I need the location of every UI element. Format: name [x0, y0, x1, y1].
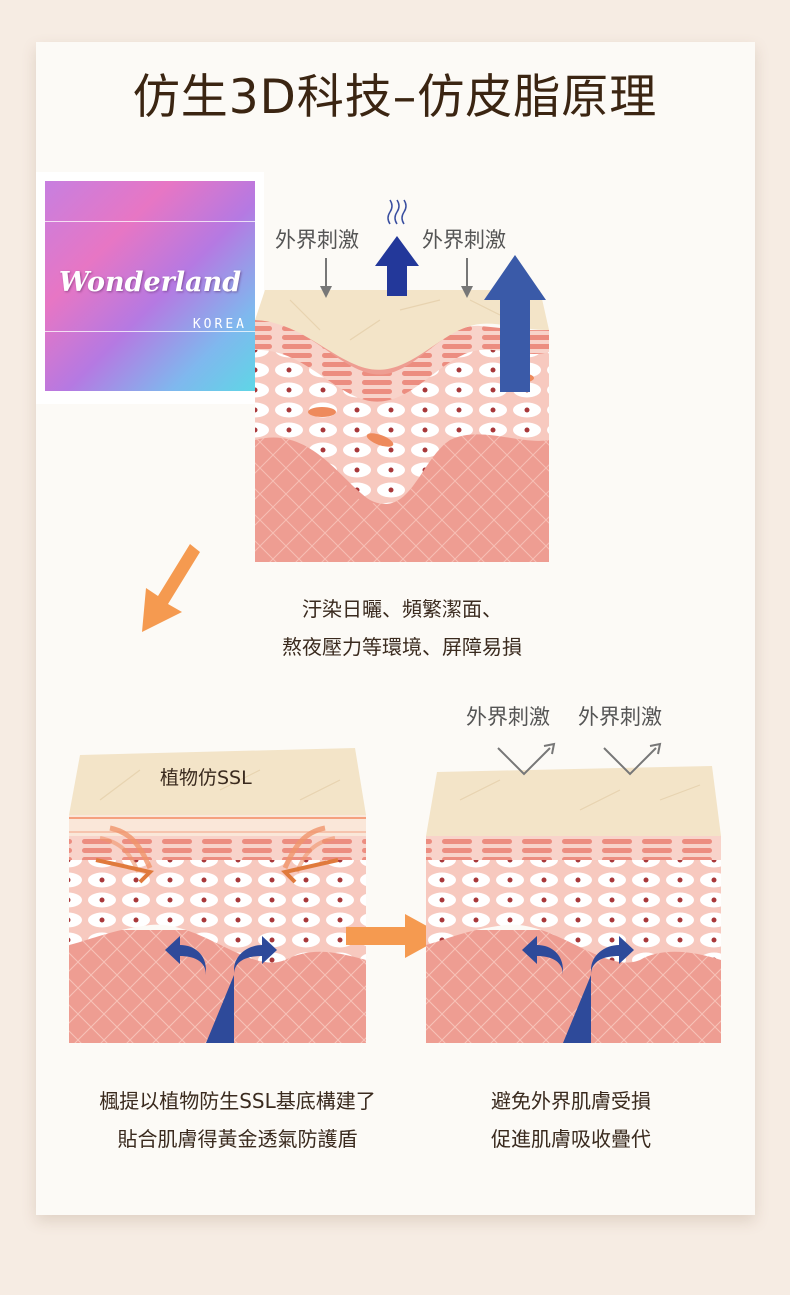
- flow-arrow-icon: [142, 544, 200, 632]
- page-title: 仿生3D科技–仿皮脂原理: [132, 70, 658, 125]
- protected-skin-diagram: [69, 748, 366, 1043]
- left-caption-line-1: 楓提以植物防生SSL基底構建了: [99, 1089, 376, 1113]
- stimulus-label-left: 外界刺激: [466, 705, 550, 729]
- logo-sub: KOREA: [192, 317, 247, 332]
- top-caption-line-2: 熬夜壓力等環境、屏障易損: [282, 635, 522, 659]
- right-caption-line-1: 避免外界肌膚受損: [491, 1089, 651, 1113]
- healthy-skin-diagram: [426, 766, 721, 1043]
- barrier-arrow-icon: [206, 936, 277, 1043]
- stimulus-label-right: 外界刺激: [578, 705, 662, 729]
- stimulus-label-right: 外界刺激: [422, 228, 506, 252]
- wonderland-logo: Wonderland KOREA: [36, 172, 264, 404]
- moisture-loss-arrow-icon: [484, 255, 546, 392]
- damaged-skin-diagram: [255, 290, 549, 562]
- logo-text: Wonderland: [58, 267, 242, 298]
- steam-icon: [387, 199, 407, 225]
- stimulus-label-left: 外界刺激: [275, 228, 359, 252]
- barrier-arrow-icon: [563, 936, 634, 1043]
- moisture-loss-arrow-icon: [375, 236, 419, 296]
- left-caption-line-2: 貼合肌膚得黃金透氣防護盾: [117, 1127, 358, 1151]
- top-caption-line-1: 汙染日曬、頻繁潔面、: [302, 597, 502, 621]
- flow-arrow-icon: [346, 914, 445, 958]
- right-caption-line-2: 促進肌膚吸收疊代: [491, 1127, 651, 1151]
- deflect-arrow-icon: [497, 747, 551, 776]
- ssl-layer-label: 植物仿SSL: [160, 767, 252, 789]
- deflect-arrow-icon: [603, 747, 657, 776]
